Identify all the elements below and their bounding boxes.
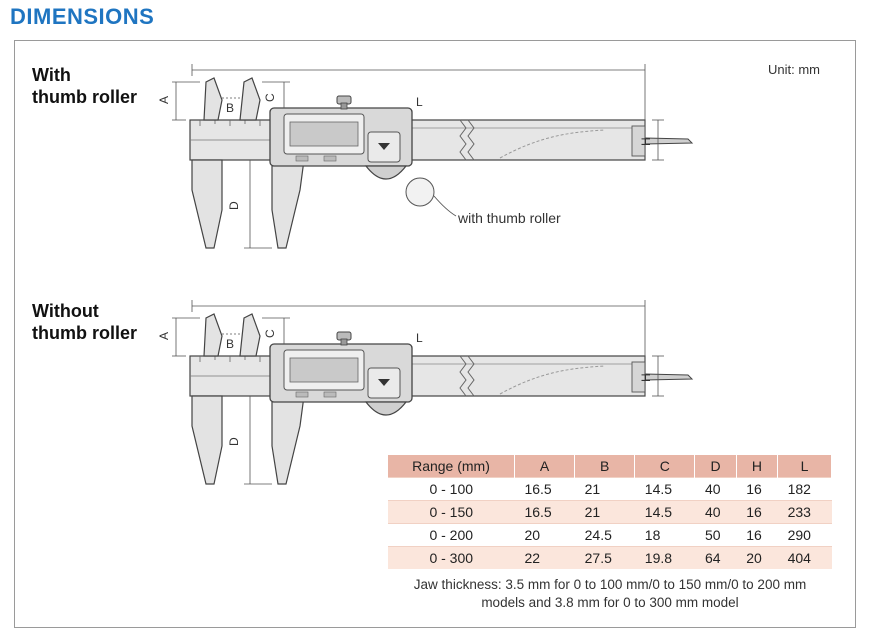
column-header: B	[574, 455, 636, 478]
callout-leader	[433, 195, 457, 217]
table-cell: 16	[736, 500, 778, 524]
dim-label-B: B	[226, 337, 234, 351]
dim-label-H: H	[639, 373, 653, 382]
column-header: H	[736, 455, 779, 478]
page-title: DIMENSIONS	[10, 4, 155, 29]
footnote-line: Jaw thickness: 3.5 mm for 0 to 100 mm/0 …	[413, 577, 807, 592]
dim-label-D: D	[227, 201, 241, 210]
table-cell: 18	[634, 523, 695, 547]
table-row: 0 - 150 16.5 21 14.5 40 16 233	[388, 500, 832, 524]
table-cell: 0 - 100	[388, 477, 515, 501]
caption-line: thumb roller	[32, 87, 138, 107]
caption-line: Without	[32, 301, 99, 321]
table-cell: 64	[694, 546, 737, 569]
table-cell: 19.8	[634, 546, 695, 569]
table-cell: 16.5	[514, 500, 575, 524]
table-cell: 14.5	[634, 477, 695, 501]
caption-with-roller: With thumb roller	[32, 64, 137, 108]
table-cell: 21	[574, 477, 635, 501]
table-cell: 20	[736, 546, 778, 569]
unit-label: Unit: mm	[768, 62, 820, 77]
caption-line: thumb roller	[32, 323, 138, 343]
dimensions-table: Range (mm) A B C D H L 0 - 100 16.5 21 1…	[388, 455, 832, 569]
table-cell: 24.5	[574, 523, 635, 547]
dim-label-L: L	[416, 331, 423, 345]
dim-label-B: B	[226, 101, 234, 115]
dim-label-A: A	[157, 332, 171, 340]
column-header: D	[694, 455, 737, 478]
table-cell: 40	[694, 500, 737, 524]
thumb-roller-callout: with thumb roller	[458, 210, 561, 226]
table-cell: 404	[777, 546, 832, 569]
table-cell: 20	[514, 523, 575, 547]
caption-without-roller: Without thumb roller	[32, 300, 137, 344]
column-header: Range (mm)	[388, 455, 515, 478]
table-cell: 0 - 200	[388, 523, 515, 547]
table-cell: 22	[514, 546, 575, 569]
dim-label-D: D	[227, 437, 241, 446]
table-cell: 27.5	[574, 546, 635, 569]
caption-line: With	[32, 65, 71, 85]
table-cell: 0 - 300	[388, 546, 515, 569]
table-cell: 40	[694, 477, 737, 501]
column-header: L	[777, 455, 832, 478]
table-row: 0 - 200 20 24.5 18 50 16 290	[388, 523, 832, 547]
table-cell: 16.5	[514, 477, 575, 501]
dim-label-C: C	[263, 329, 277, 338]
caliper-without-roller: L A B C D H	[157, 299, 693, 485]
jaw-thickness-note: Jaw thickness: 3.5 mm for 0 to 100 mm/0 …	[388, 576, 832, 612]
dim-label-A: A	[157, 96, 171, 104]
table-cell: 182	[777, 477, 832, 501]
caliper-with-roller: L A B C D H	[157, 63, 693, 249]
table-cell: 50	[694, 523, 737, 547]
dim-label-C: C	[263, 93, 277, 102]
table-cell: 16	[736, 523, 778, 547]
table-header-row: Range (mm) A B C D H L	[388, 455, 832, 478]
dim-label-H: H	[639, 137, 653, 146]
footnote-line: models and 3.8 mm for 0 to 300 mm model	[481, 595, 739, 610]
column-header: A	[514, 455, 576, 478]
table-cell: 233	[777, 500, 832, 524]
table-cell: 21	[574, 500, 635, 524]
table-row: 0 - 100 16.5 21 14.5 40 16 182	[388, 477, 832, 501]
table-cell: 290	[777, 523, 832, 547]
dim-label-L: L	[416, 95, 423, 109]
table-cell: 16	[736, 477, 778, 501]
dimensions-panel	[14, 40, 856, 628]
table-row: 0 - 300 22 27.5 19.8 64 20 404	[388, 546, 832, 569]
table-cell: 0 - 150	[388, 500, 515, 524]
table-cell: 14.5	[634, 500, 695, 524]
column-header: C	[634, 455, 696, 478]
